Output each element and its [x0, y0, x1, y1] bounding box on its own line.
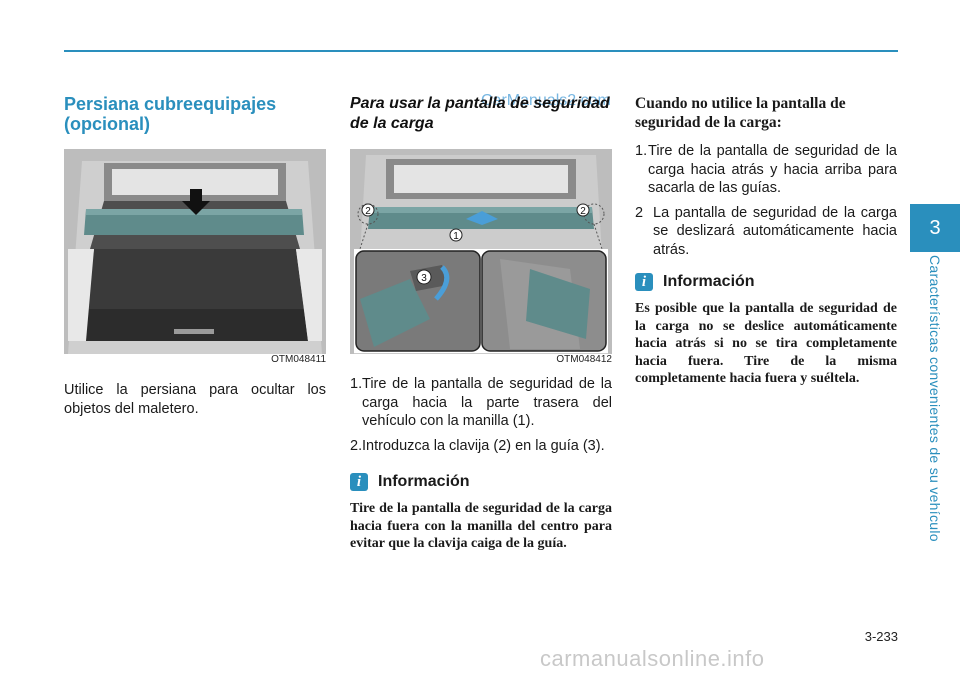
step-list: 1.Tire de la pantalla de seguridad de la…	[635, 142, 897, 259]
page-number: 3-233	[864, 629, 898, 644]
down-arrow-icon	[182, 189, 210, 215]
info-text: Tire de la pantalla de seguridad de la c…	[350, 501, 612, 551]
body-text: Utilice la persiana para ocultar los obj…	[64, 382, 326, 417]
section-heading: Persiana cubreequipajes (opcional)	[64, 94, 277, 134]
chapter-tab: 3	[910, 204, 960, 252]
callout-1: 1	[453, 231, 459, 242]
section-heading: Cuando no utilice la pantalla de segurid…	[635, 95, 846, 131]
info-header: i Información	[635, 273, 897, 291]
info-text: Es posible que la pantalla de seguridad …	[635, 301, 897, 386]
list-item: 1.Tire de la pantalla de seguridad de la…	[350, 376, 612, 429]
column-2: Para usar la pantalla de seguridad de la…	[350, 94, 612, 553]
column-1: Persiana cubreequipajes (opcional) OTM04…	[64, 94, 326, 419]
list-item: 2.Introduzca la clavija (2) en la guía (…	[350, 437, 605, 454]
callout-3: 3	[421, 273, 427, 284]
section-heading: Para usar la pantalla de seguridad de la…	[350, 95, 610, 132]
info-title: Información	[378, 473, 470, 490]
info-title: Información	[663, 273, 755, 290]
watermark-top: CarManuals2.com	[481, 92, 611, 109]
info-header: i Información	[350, 473, 612, 491]
column-3: Cuando no utilice la pantalla de segurid…	[635, 94, 897, 388]
chapter-title: Características convenientes de su vehíc…	[927, 255, 943, 542]
list-item: 1.Tire de la pantalla de seguridad de la…	[635, 143, 897, 196]
image-code: OTM048411	[271, 354, 326, 365]
callout-2-left: 2	[365, 206, 371, 217]
cargo-cover-photo	[64, 149, 326, 354]
callout-2-right: 2	[580, 206, 586, 217]
cargo-screen-diagram: 2 2 1 3	[350, 149, 612, 354]
header-rule	[64, 50, 898, 52]
info-icon: i	[350, 473, 368, 491]
info-icon: i	[635, 273, 653, 291]
step-list: 1.Tire de la pantalla de seguridad de la…	[350, 375, 612, 455]
image-code: OTM048412	[556, 354, 612, 365]
watermark-bottom: carmanualsonline.info	[540, 646, 765, 671]
